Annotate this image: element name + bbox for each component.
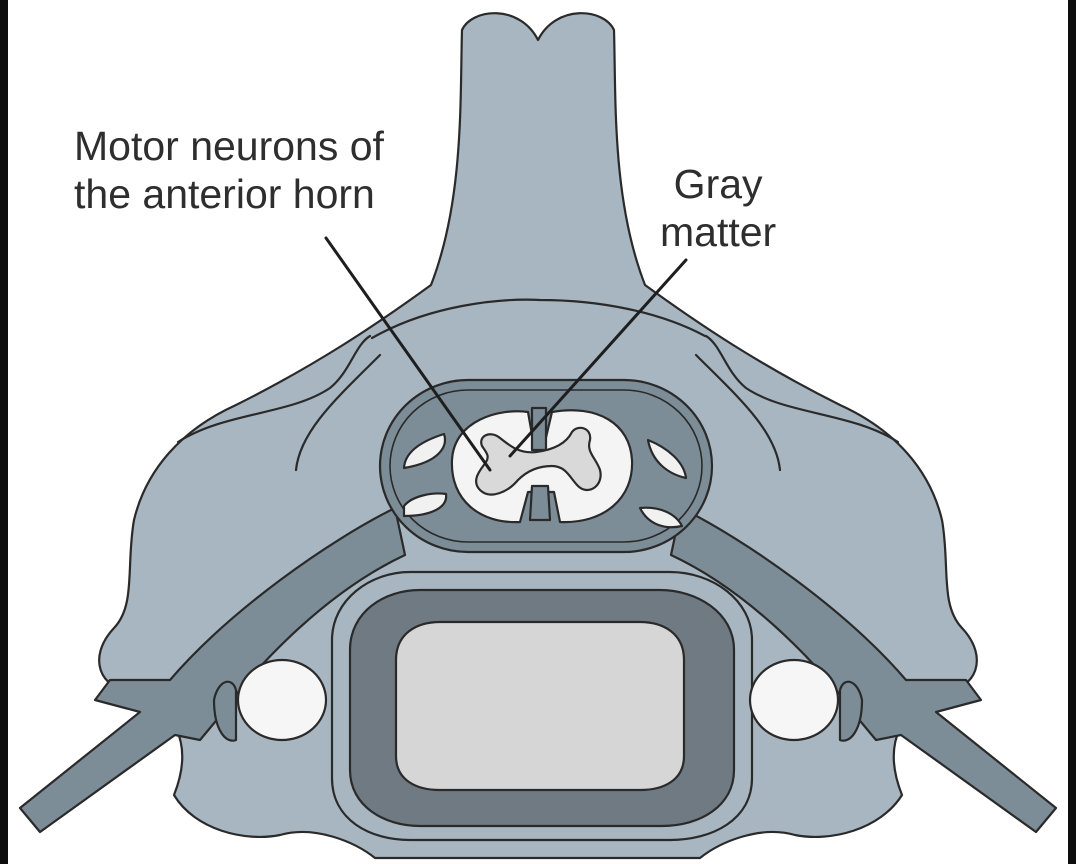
frame-edge-left [0, 0, 8, 864]
ventral-median-fissure [530, 486, 550, 520]
transverse-foramen-left [238, 660, 326, 740]
label-gray-line-2: matter [660, 208, 776, 256]
label-motor-neurons: Motor neurons of the anterior horn [74, 122, 384, 218]
label-motor-line-1: Motor neurons of [74, 122, 384, 170]
transverse-foramen-right [750, 660, 838, 740]
frame-edge-right [1068, 0, 1076, 864]
label-motor-line-2: the anterior horn [74, 170, 384, 218]
label-gray-matter: Gray matter [660, 160, 776, 256]
label-gray-line-1: Gray [660, 160, 776, 208]
disc-nucleus [396, 622, 684, 790]
